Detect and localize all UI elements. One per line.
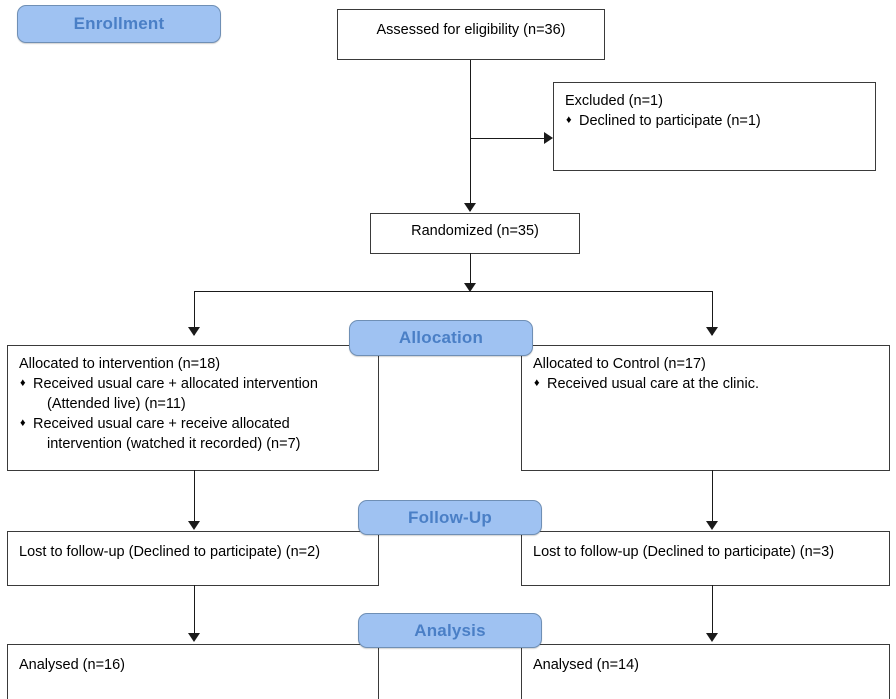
node-excluded-bullet-0: Declined to participate (n=1) xyxy=(579,113,761,130)
node-excluded-heading: Excluded (n=1) xyxy=(565,93,663,109)
connector-intervention-to-followup xyxy=(194,470,195,525)
node-lost-followup-control-text: Lost to follow-up (Declined to participa… xyxy=(533,544,835,560)
list-item: ♦ Received usual care + receive allocate… xyxy=(19,415,367,454)
node-randomized-text: Randomized (n=35) xyxy=(411,223,539,239)
stage-label-follow-up-text: Follow-Up xyxy=(408,507,492,527)
node-allocated-intervention-bullet-0-line1: Received usual care + allocated interven… xyxy=(33,376,318,393)
node-allocated-intervention-bullet-0-line2: (Attended live) (n=11) xyxy=(47,395,186,412)
connector-followup-to-analysis-right xyxy=(712,585,713,637)
list-item: ♦ Received usual care + allocated interv… xyxy=(19,375,367,414)
list-item: ♦ Received usual care at the clinic. xyxy=(533,375,878,394)
node-allocated-intervention: Allocated to intervention (n=18) ♦ Recei… xyxy=(7,345,379,471)
arrowhead-allocated-intervention-in xyxy=(188,327,200,336)
node-analysed-intervention-text: Analysed (n=16) xyxy=(19,657,125,673)
arrowhead-randomized-in xyxy=(464,203,476,212)
arrowhead-analysed-intervention-in xyxy=(188,633,200,642)
connector-assessed-to-excluded xyxy=(470,138,545,139)
node-allocated-control-bullet-0: Received usual care at the clinic. xyxy=(547,376,759,393)
node-allocated-intervention-bullet-1-line2: intervention (watched it recorded) (n=7) xyxy=(47,435,301,452)
diamond-bullet-icon: ♦ xyxy=(20,377,26,390)
node-lost-followup-intervention: Lost to follow-up (Declined to participa… xyxy=(7,531,379,586)
diamond-bullet-icon: ♦ xyxy=(534,377,540,390)
connector-split-to-intervention xyxy=(194,291,195,335)
node-allocated-control-heading: Allocated to Control (n=17) xyxy=(533,356,706,372)
node-allocated-control: Allocated to Control (n=17) ♦ Received u… xyxy=(521,345,890,471)
arrowhead-excluded-in xyxy=(544,132,553,144)
stage-label-follow-up: Follow-Up xyxy=(358,500,542,535)
diamond-bullet-icon: ♦ xyxy=(20,417,26,430)
connector-randomization-split-horizontal xyxy=(194,291,713,292)
connector-followup-to-analysis-left xyxy=(194,585,195,637)
arrowhead-randomization-split xyxy=(464,283,476,292)
arrowhead-lost-control-in xyxy=(706,521,718,530)
node-allocated-intervention-heading: Allocated to intervention (n=18) xyxy=(19,356,221,372)
node-analysed-control: Analysed (n=14) xyxy=(521,644,890,699)
node-allocated-intervention-bullet-1-line1: Received usual care + receive allocated xyxy=(33,416,290,433)
node-randomized: Randomized (n=35) xyxy=(370,213,580,254)
node-excluded-bullets: ♦ Declined to participate (n=1) xyxy=(565,112,864,131)
connector-assessed-to-randomized xyxy=(470,60,471,211)
stage-label-analysis: Analysis xyxy=(358,613,542,648)
node-allocated-control-bullets: ♦ Received usual care at the clinic. xyxy=(533,375,878,394)
stage-label-allocation-text: Allocation xyxy=(398,328,484,347)
node-lost-followup-control: Lost to follow-up (Declined to participa… xyxy=(521,531,890,586)
connector-split-to-control xyxy=(712,291,713,335)
list-item: ♦ Declined to participate (n=1) xyxy=(565,112,864,131)
node-excluded: Excluded (n=1) ♦ Declined to participate… xyxy=(553,82,876,171)
node-analysed-intervention: Analysed (n=16) xyxy=(7,644,379,699)
stage-label-analysis-text: Analysis xyxy=(414,620,486,640)
stage-label-enrollment: Enrollment xyxy=(17,5,221,43)
node-analysed-control-text: Analysed (n=14) xyxy=(533,657,639,673)
node-allocated-intervention-bullets: ♦ Received usual care + allocated interv… xyxy=(19,375,367,454)
node-assessed-text: Assessed for eligibility (n=36) xyxy=(376,22,566,38)
node-assessed-for-eligibility: Assessed for eligibility (n=36) xyxy=(337,9,605,60)
arrowhead-allocated-control-in xyxy=(706,327,718,336)
stage-label-allocation: Allocation xyxy=(349,320,533,356)
diamond-bullet-icon: ♦ xyxy=(566,114,572,127)
node-lost-followup-intervention-text: Lost to follow-up (Declined to participa… xyxy=(19,544,321,560)
arrowhead-lost-intervention-in xyxy=(188,521,200,530)
connector-randomized-down xyxy=(470,253,471,287)
stage-label-enrollment-text: Enrollment xyxy=(73,14,165,33)
connector-control-to-followup xyxy=(712,470,713,525)
arrowhead-analysed-control-in xyxy=(706,633,718,642)
